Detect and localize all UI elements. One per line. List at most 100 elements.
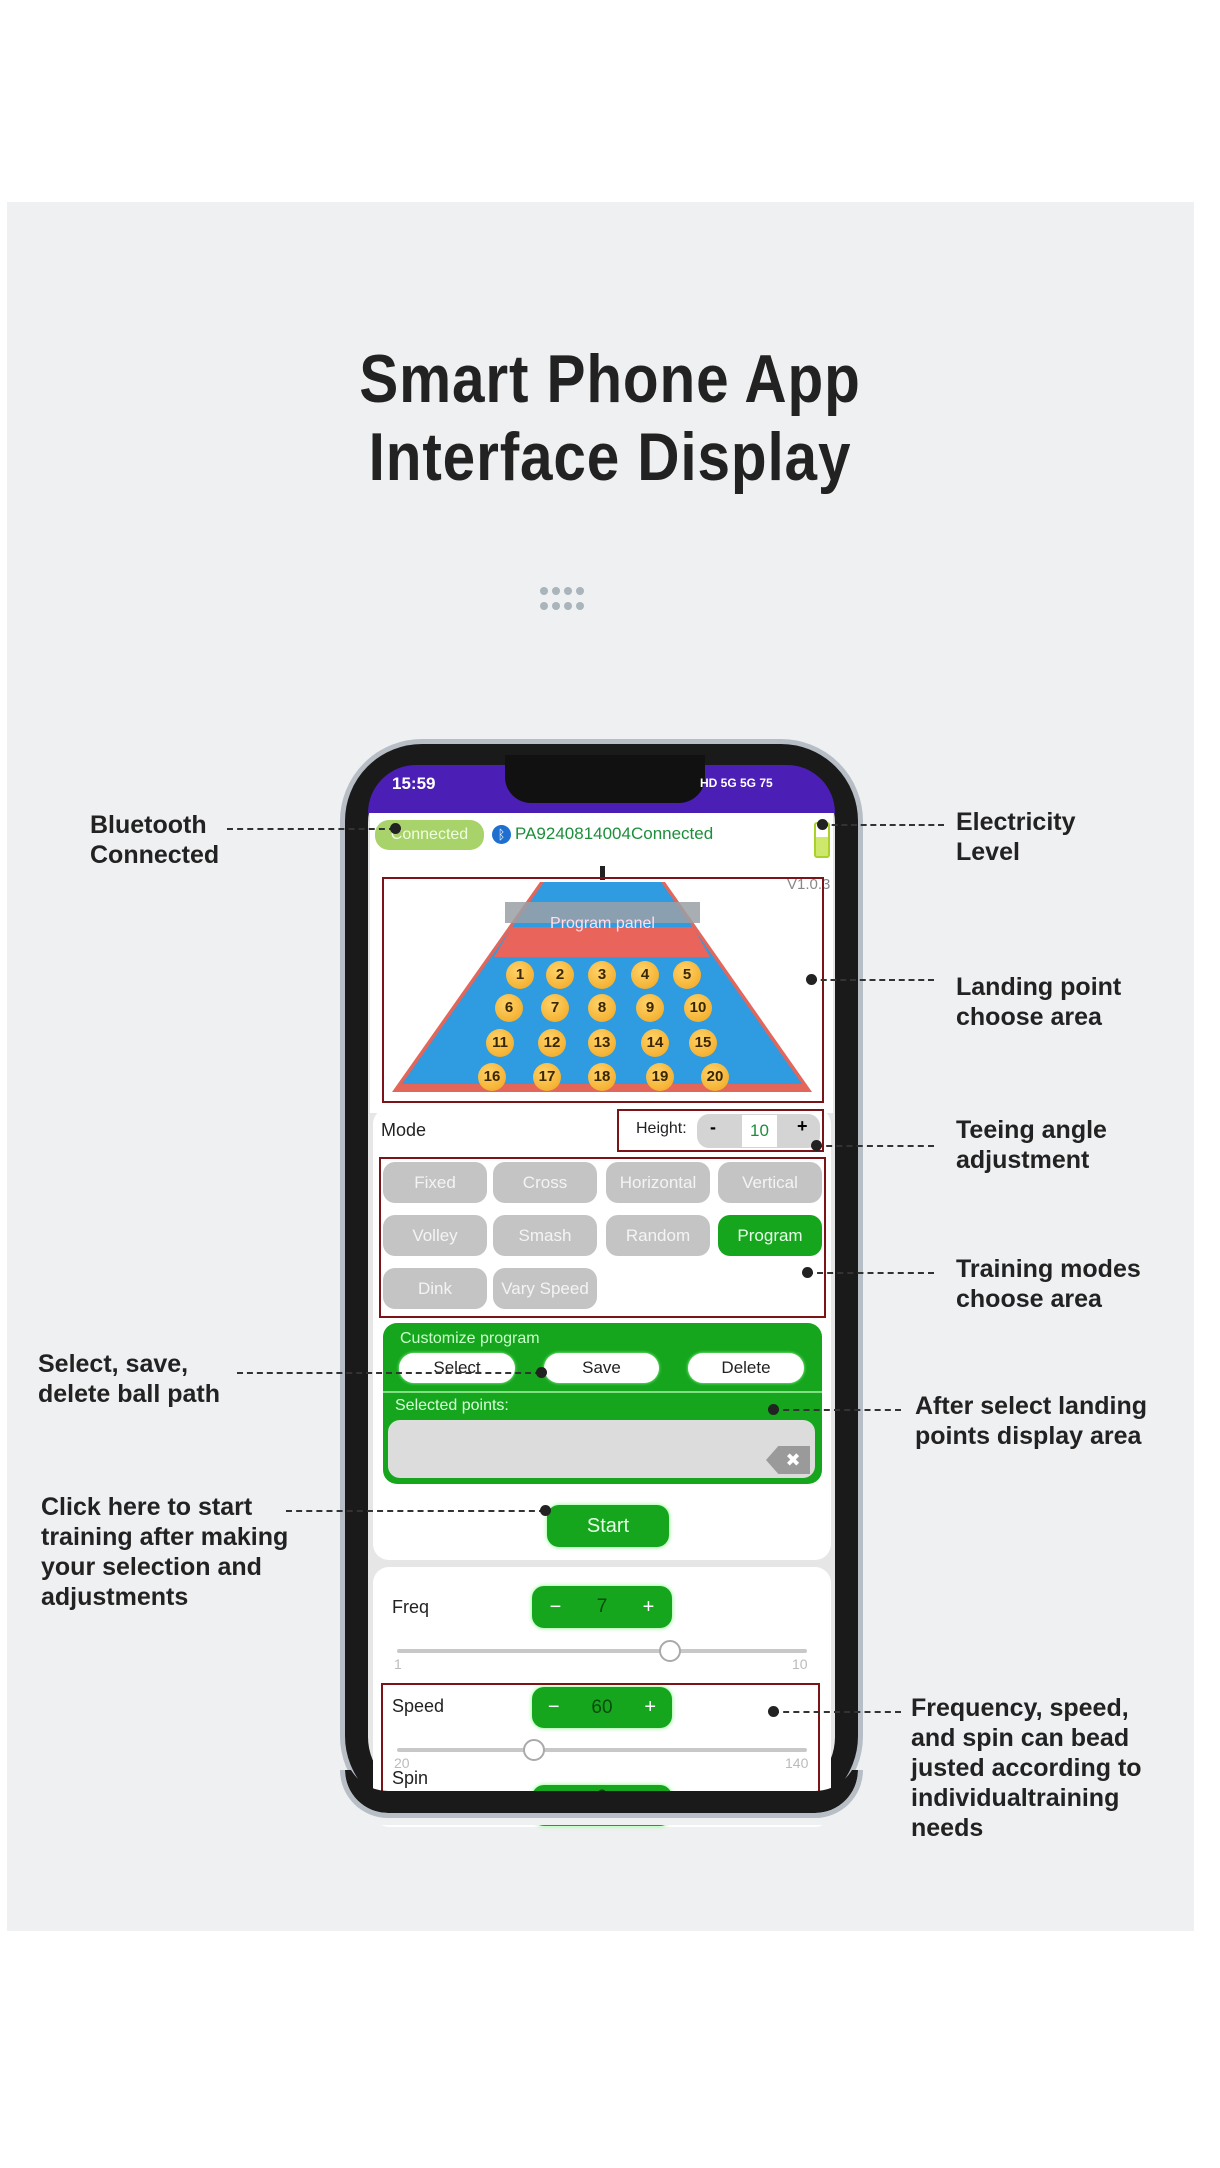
speed-slider-thumb[interactable] [522,1739,545,1761]
landing-point-button[interactable]: 18 [588,1063,616,1091]
page-title: Smart Phone App [359,341,861,417]
mode-button-program[interactable]: Program [718,1215,822,1256]
freq-slider-track[interactable] [397,1649,807,1653]
highlight-modes [379,1157,826,1318]
freq-decrease-button[interactable]: − [549,1595,562,1618]
annotation-select-text: delete ball path [38,1380,220,1408]
machine-marker-icon [600,866,605,880]
landing-point-button[interactable]: 2 [546,961,574,989]
highlight-landing-area [382,877,824,1103]
annotation-freq-leader-line [773,1711,901,1713]
divider [383,1391,822,1393]
phone-notch [505,755,705,803]
annotation-freq-pin-icon [768,1706,779,1717]
landing-point-button[interactable]: 20 [701,1063,729,1091]
speed-min: 20 [394,1755,410,1771]
mode-button-cross[interactable]: Cross [493,1162,597,1203]
dot [540,587,548,595]
annotation-teeing-leader-line [816,1145,934,1147]
annotation-electricity-text: Electricity [956,808,1076,836]
device-status: PA9240814004Connected [515,824,714,843]
status-time: 15:59 [392,774,436,793]
mode-button-horizontal[interactable]: Horizontal [606,1162,710,1203]
annotation-freq-text: Frequency, speed, [911,1694,1129,1722]
select-button[interactable]: Select [399,1353,515,1383]
annotation-select-leader-line [237,1372,541,1374]
freq-label: Freq [392,1597,430,1617]
freq-increase-button[interactable]: + [642,1595,655,1618]
dot [576,587,584,595]
annotation-select-text: Select, save, [38,1350,189,1378]
mode-button-random[interactable]: Random [606,1215,710,1256]
phone-bottom-bg [335,1795,868,1825]
annotation-modes-pin-icon [802,1267,813,1278]
landing-point-button[interactable]: 16 [478,1063,506,1091]
landing-point-button[interactable]: 9 [636,994,664,1022]
court-label: Program panel [550,915,655,932]
speed-stepper: − 60 + [532,1687,672,1728]
dot [552,587,560,595]
mode-button-dink[interactable]: Dink [383,1268,487,1309]
net [505,902,700,923]
annotation-landing-text: choose area [956,1003,1102,1031]
landing-point-button[interactable]: 10 [684,994,712,1022]
mode-button-smash[interactable]: Smash [493,1215,597,1256]
annotation-teeing-pin-icon [811,1140,822,1151]
landing-point-button[interactable]: 3 [588,961,616,989]
landing-point-button[interactable]: 14 [641,1029,669,1057]
freq-value: 7 [596,1596,608,1617]
annotation-bluetooth-text: Bluetooth [90,811,207,839]
landing-point-button[interactable]: 13 [588,1029,616,1057]
landing-point-button[interactable]: 5 [673,961,701,989]
landing-point-button[interactable]: 12 [538,1029,566,1057]
landing-point-button[interactable]: 19 [646,1063,674,1091]
annotation-electricity-leader-line [822,824,944,826]
height-value[interactable]: 10 [742,1115,777,1147]
annotation-freq-text: individualtraining [911,1784,1120,1812]
mode-button-fixed[interactable]: Fixed [383,1162,487,1203]
annotation-bluetooth-text: Connected [90,841,220,869]
mode-button-vertical[interactable]: Vertical [718,1162,822,1203]
freq-slider-thumb[interactable] [659,1640,682,1662]
annotation-bluetooth-leader-line [227,828,395,830]
landing-point-button[interactable]: 8 [588,994,616,1022]
delete-button[interactable]: Delete [688,1353,804,1383]
start-button[interactable]: Start [547,1505,669,1547]
decorative-dots-icon [540,587,584,611]
program-panel-band [494,927,710,957]
annotation-start-leader-line [286,1510,545,1512]
annotation-start-text: adjustments [41,1583,189,1611]
speed-decrease-button[interactable]: − [547,1696,560,1718]
selected-points-display[interactable] [388,1420,815,1478]
mode-button-vary-speed[interactable]: Vary Speed [493,1268,597,1309]
landing-point-button[interactable]: 1 [506,961,534,989]
annotation-bluetooth-pin-icon [390,823,401,834]
dot [564,602,572,610]
version-label: V1.0.3 [787,876,831,893]
status-icons: HD 5G 5G 75 [700,776,773,790]
customize-title: Customize program [400,1330,540,1347]
height-label: Height: [636,1120,687,1137]
speed-value: 60 [591,1696,613,1718]
annotation-landing-pin-icon [806,974,817,985]
save-button[interactable]: Save [544,1353,659,1383]
mode-label: Mode [381,1120,427,1140]
speed-max: 140 [785,1755,809,1771]
landing-point-button[interactable]: 4 [631,961,659,989]
annotation-after-pin-icon [768,1404,779,1415]
height-decrease-button[interactable]: - [710,1117,716,1137]
height-increase-button[interactable]: + [797,1116,808,1136]
landing-point-button[interactable]: 6 [495,994,523,1022]
landing-point-button[interactable]: 17 [533,1063,561,1091]
speed-increase-button[interactable]: + [644,1696,657,1718]
annotation-start-text: your selection and [41,1553,262,1581]
annotation-modes-leader-line [807,1272,934,1274]
freq-max: 10 [792,1656,808,1672]
mode-button-volley[interactable]: Volley [383,1215,487,1256]
landing-point-button[interactable]: 7 [541,994,569,1022]
landing-point-button[interactable]: 15 [689,1029,717,1057]
freq-min: 1 [394,1656,402,1672]
speed-slider-track[interactable] [397,1748,807,1752]
landing-point-button[interactable]: 11 [486,1029,514,1057]
annotation-landing-text: Landing point [956,973,1122,1001]
